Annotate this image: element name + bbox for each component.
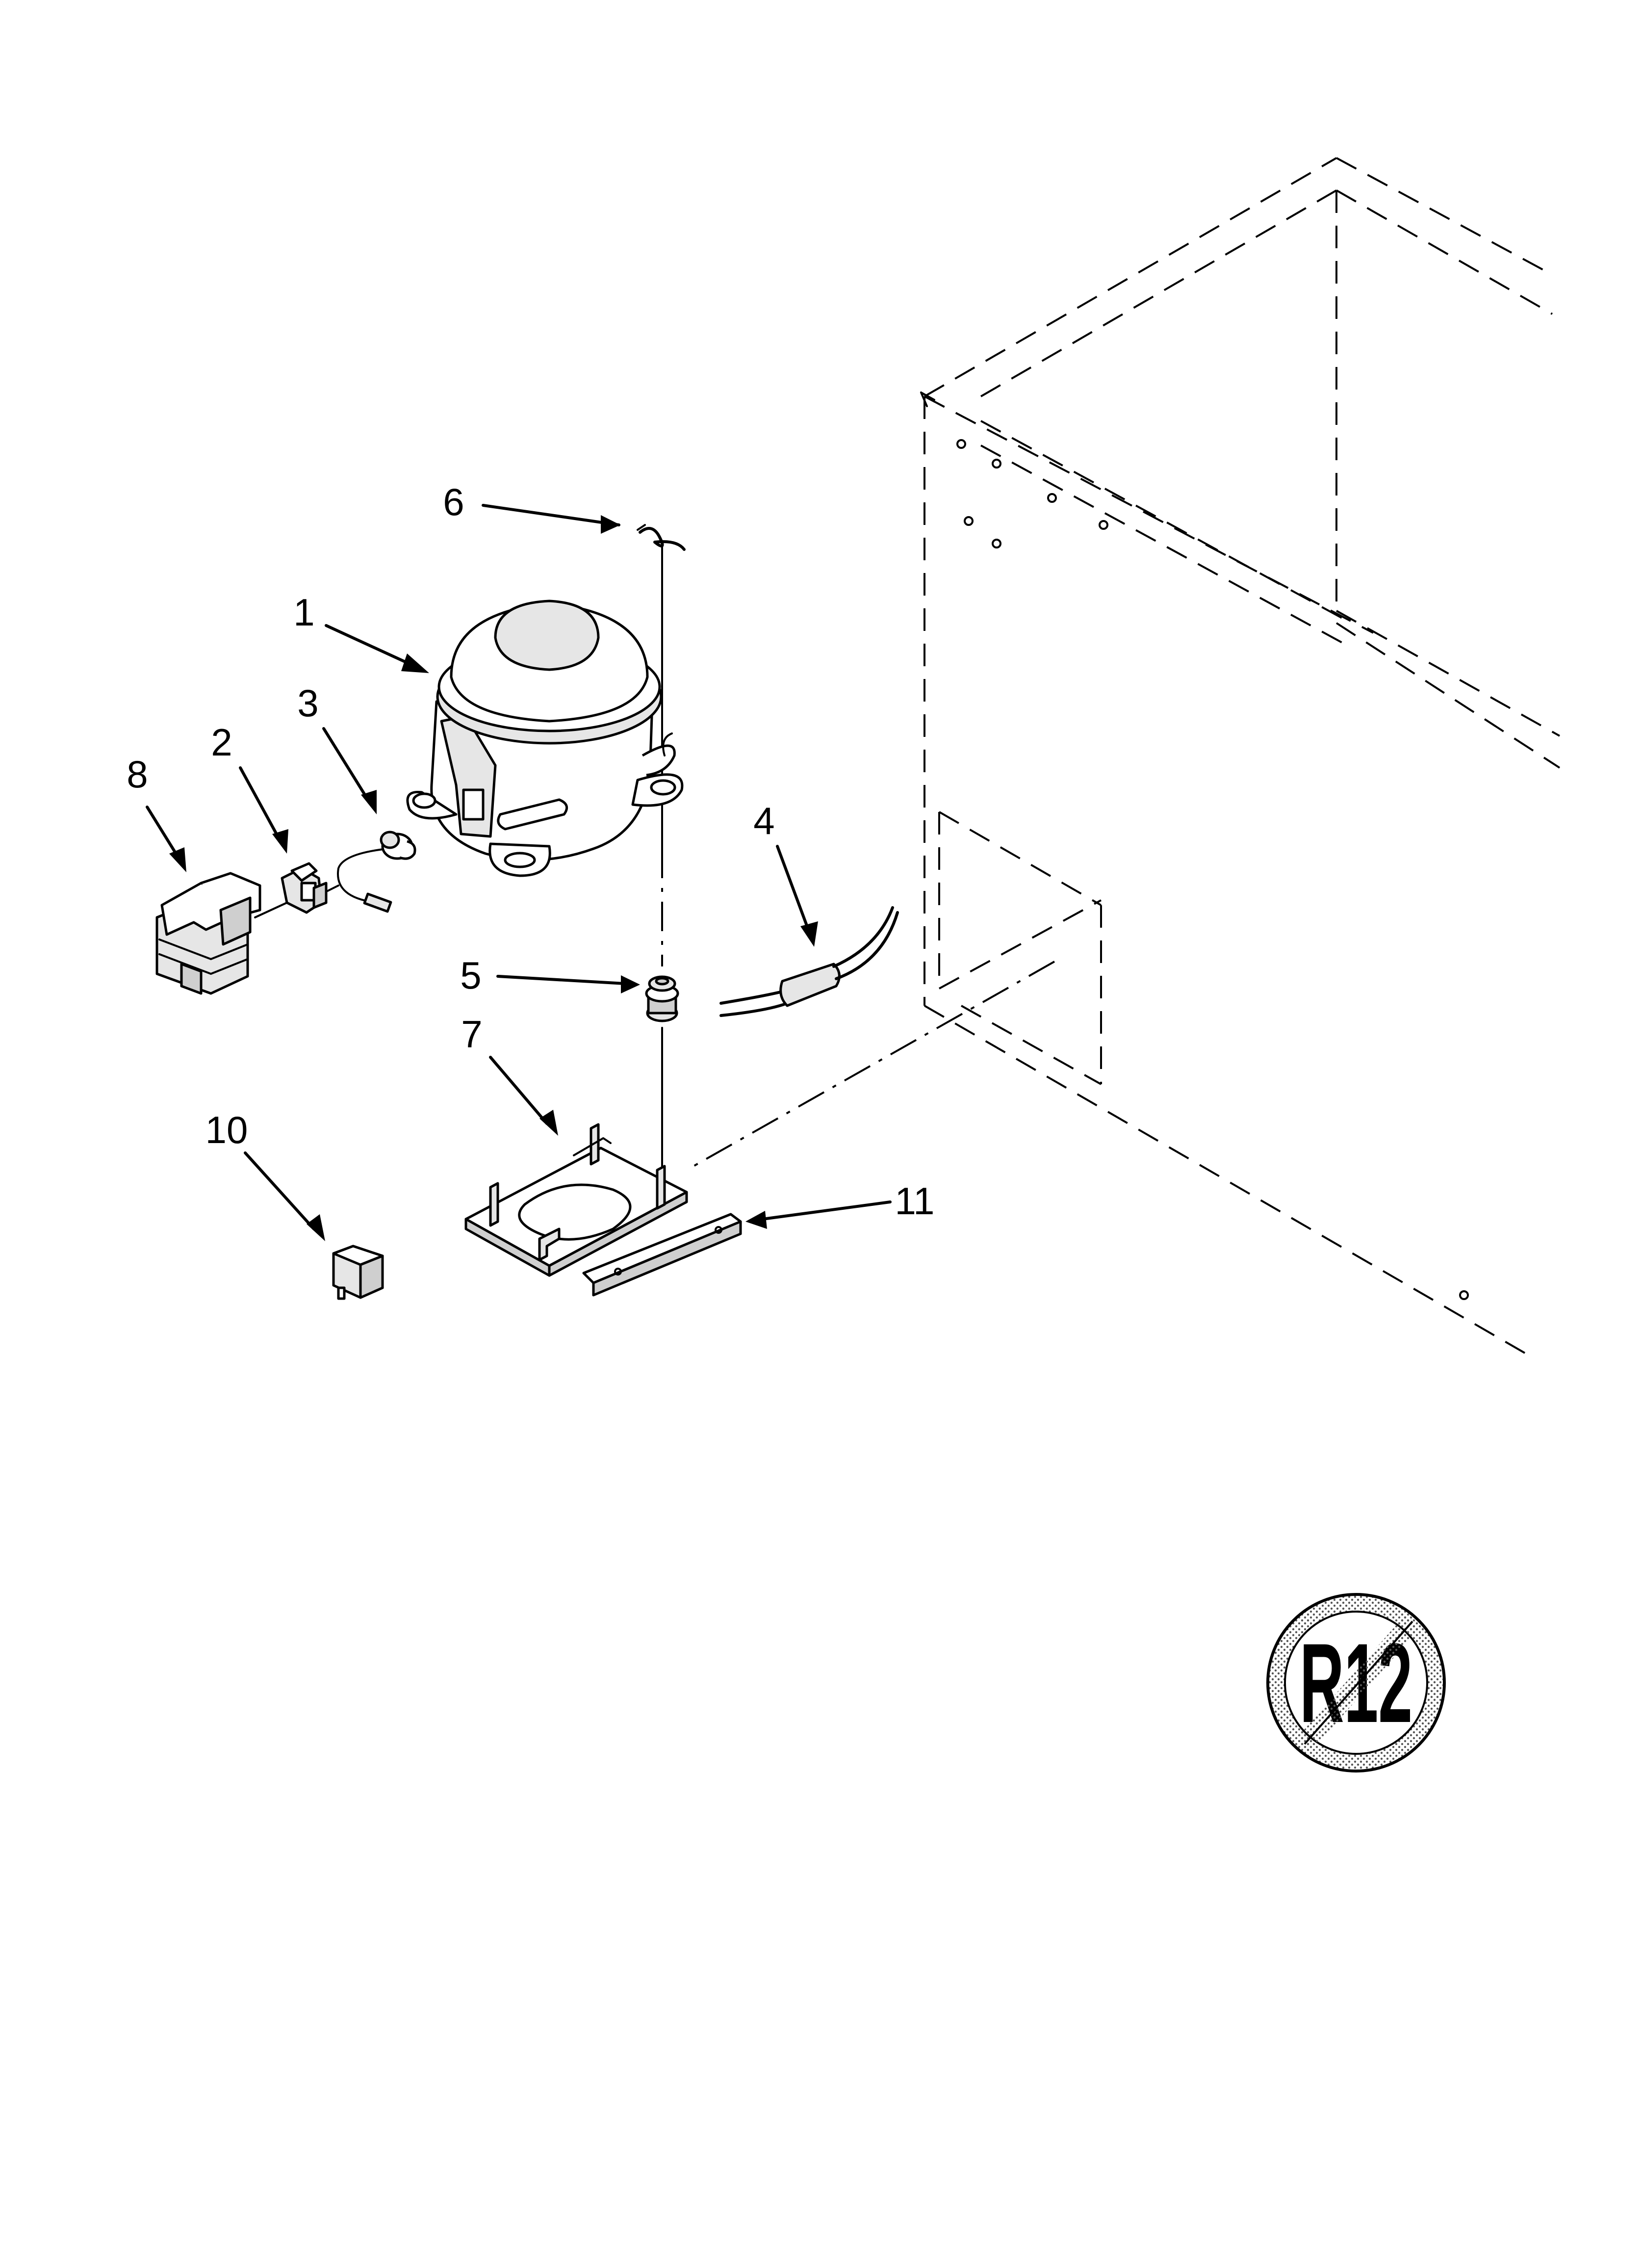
callout-11: 11 <box>895 1179 935 1223</box>
leader-lines <box>146 504 892 1241</box>
no-r12-icon: R12 <box>1266 1593 1446 1773</box>
callout-6: 6 <box>443 480 464 523</box>
callout-labels: 6 1 3 2 8 4 5 7 10 11 <box>127 480 934 1223</box>
relay <box>281 862 328 914</box>
bracket <box>582 1213 742 1297</box>
assembly-lines <box>254 541 1055 1198</box>
callout-4: 4 <box>753 799 774 842</box>
callout-3: 3 <box>297 681 318 725</box>
callout-5: 5 <box>460 954 481 997</box>
tube <box>719 906 899 1017</box>
callout-1: 1 <box>293 591 314 634</box>
overload <box>337 831 416 913</box>
base-plate <box>464 1123 688 1277</box>
callout-7: 7 <box>461 1013 482 1056</box>
grommet <box>645 975 679 1022</box>
callout-2: 2 <box>211 721 232 764</box>
clip <box>637 524 686 551</box>
cabinet-outline <box>920 157 1561 1360</box>
compressor <box>406 600 684 877</box>
callout-8: 8 <box>127 753 148 796</box>
capacitor <box>332 1245 384 1300</box>
cover <box>155 872 261 995</box>
callout-10: 10 <box>205 1108 248 1151</box>
